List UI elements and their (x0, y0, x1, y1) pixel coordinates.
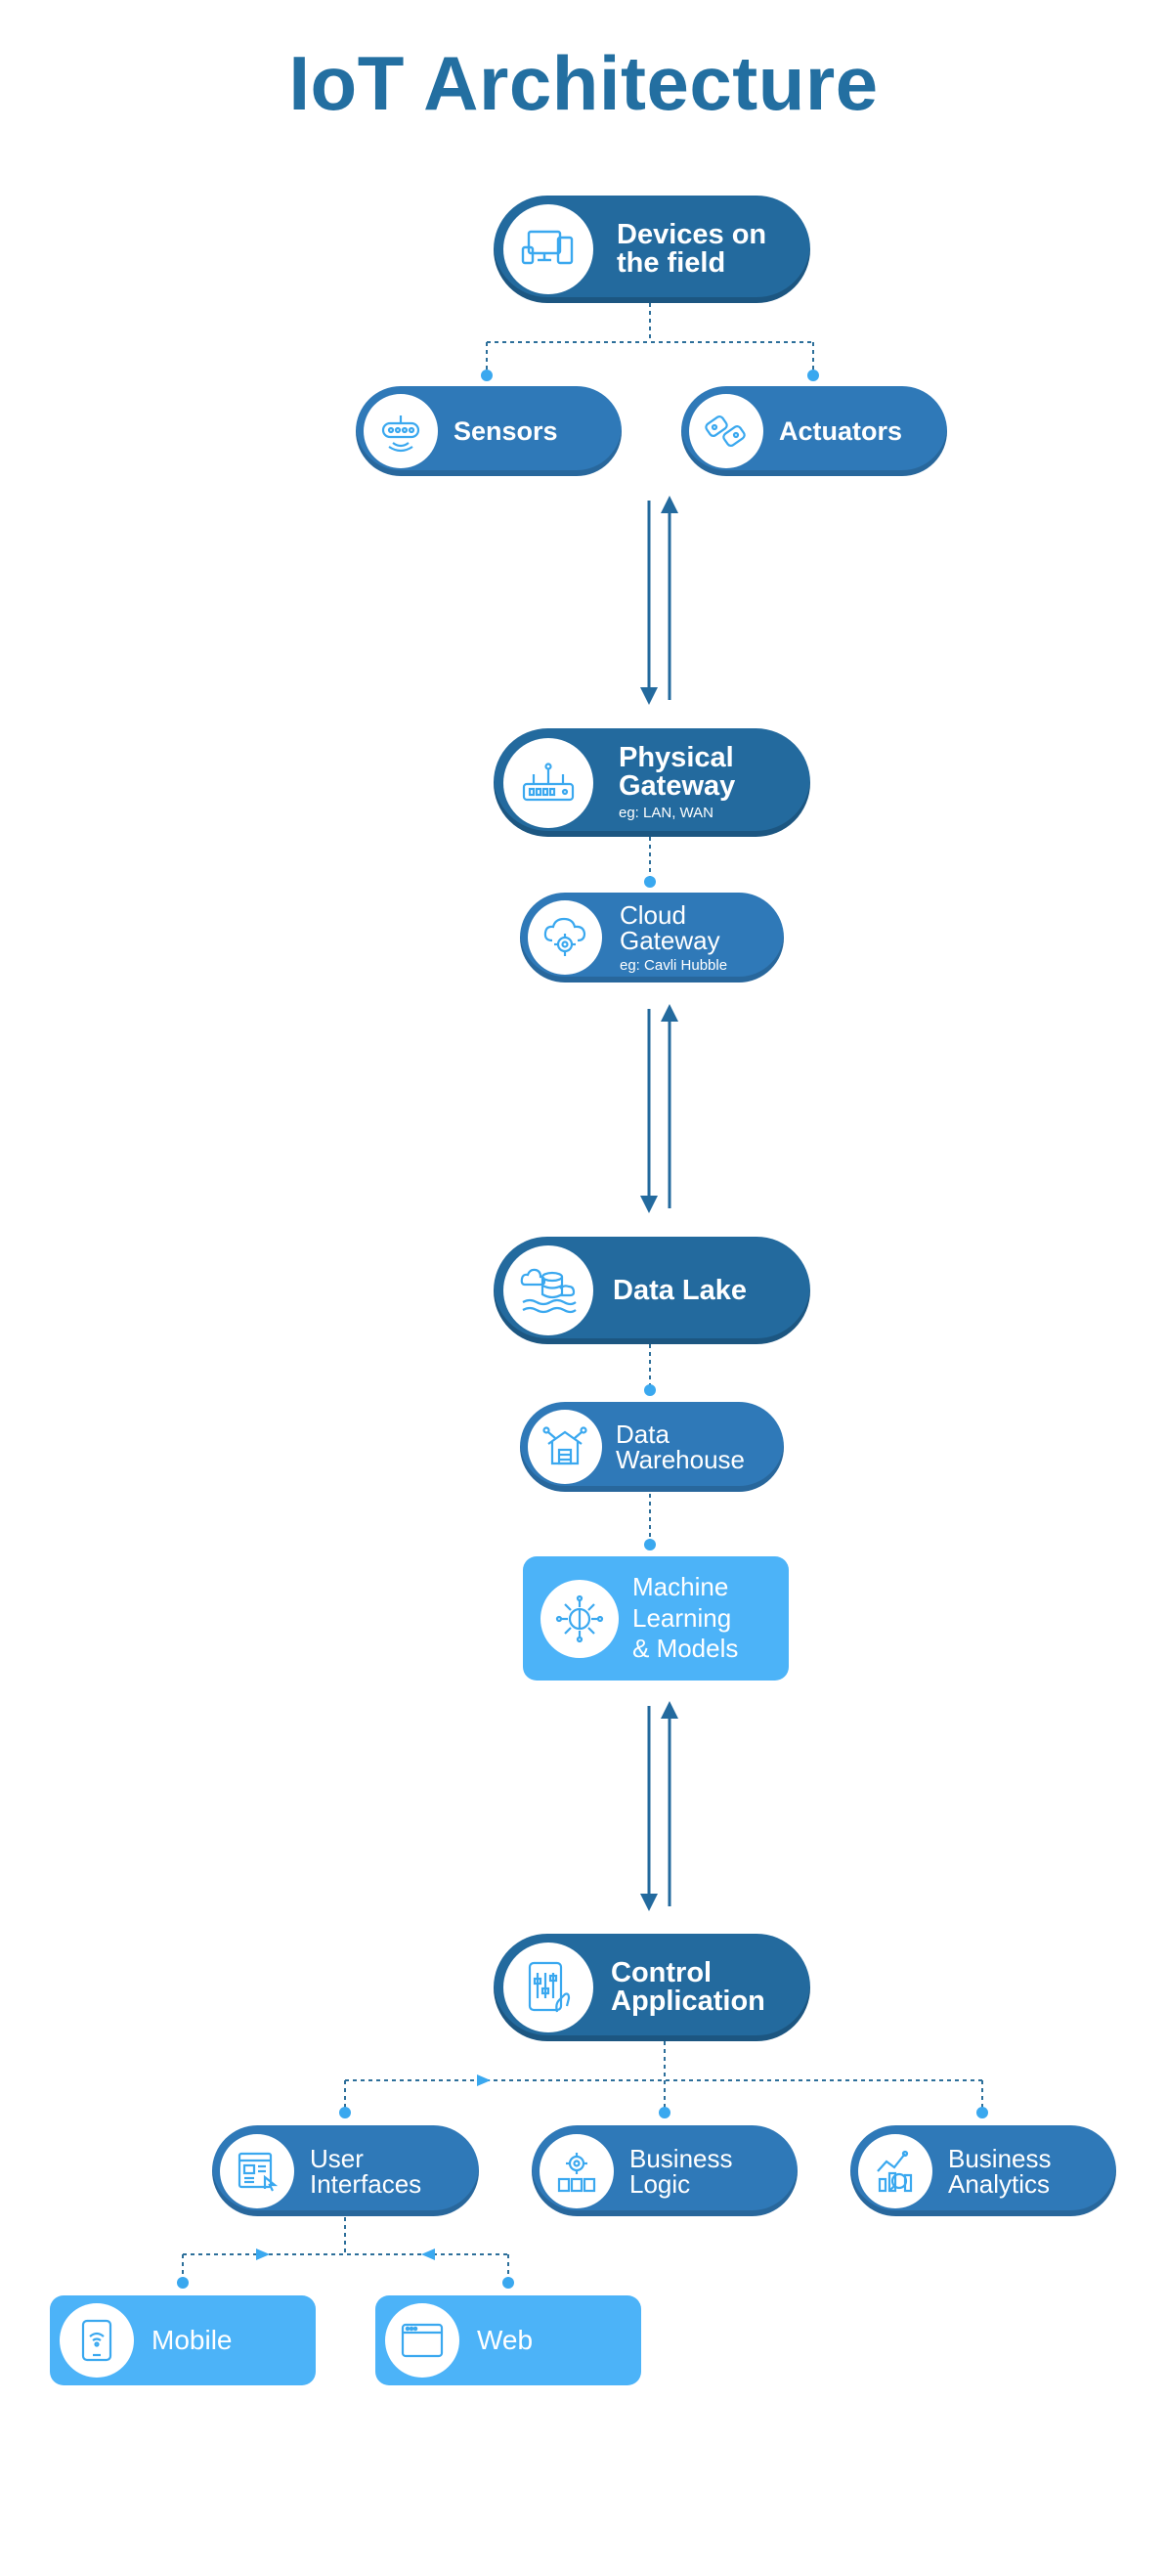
node-sublabel: eg: Cavli Hubble (620, 956, 728, 974)
node-machine-learning-models: Machine Learning & Models (523, 1556, 789, 1681)
node-label: Web (477, 2325, 534, 2355)
node-business-logic: Business Logic (532, 2125, 798, 2216)
node-label: Mobile (151, 2325, 233, 2355)
connector-dot (644, 1384, 656, 1396)
node-web: Web (375, 2295, 641, 2385)
mobile-icon (60, 2303, 134, 2378)
page-title: IoT Architecture (288, 40, 879, 126)
ml-chip-icon (540, 1579, 619, 1658)
node-cloud-gateway: Cloud Gateway eg: Cavli Hubble (520, 893, 784, 982)
node-sensors: Sensors (356, 386, 622, 476)
browser-icon (385, 2303, 459, 2378)
connector-dot (502, 2277, 514, 2289)
node-sublabel: eg: LAN, WAN (619, 805, 713, 821)
node-label: Machine Learning & Models (632, 1571, 739, 1664)
node-label: Control Application (611, 1957, 765, 2017)
node-label: Cloud Gateway (620, 899, 720, 955)
gear-blocks-icon (540, 2133, 614, 2208)
router-icon (503, 737, 593, 828)
node-label: Physical Gateway (619, 742, 736, 802)
node-label: User Interfaces (310, 2143, 422, 2199)
node-devices-on-the-field: Devices on the field (494, 196, 810, 303)
devices-icon (503, 204, 593, 294)
node-label: Sensors (454, 415, 558, 446)
ui-layout-icon (220, 2133, 294, 2208)
connector-dot (644, 876, 656, 888)
cloud-gear-icon (528, 900, 602, 975)
tablet-control-icon (503, 1943, 593, 2032)
warehouse-icon (528, 1410, 602, 1484)
connector-dot (177, 2277, 189, 2289)
node-user-interfaces: User Interfaces (212, 2125, 479, 2216)
connector-dot (807, 370, 819, 381)
actuator-icon (689, 394, 763, 468)
connector-dot (659, 2107, 670, 2118)
node-physical-gateway: Physical Gateway eg: LAN, WAN (494, 728, 810, 837)
connector-dot (644, 1539, 656, 1550)
node-label: Business Logic (629, 2143, 733, 2199)
node-label: Data Warehouse (616, 1419, 745, 1474)
node-label: Actuators (779, 415, 903, 446)
analytics-icon (858, 2133, 932, 2208)
connector-dot (481, 370, 493, 381)
connector-dot (976, 2107, 988, 2118)
node-actuators: Actuators (681, 386, 947, 476)
node-label: Data Lake (613, 1274, 748, 1306)
connector-dot (339, 2107, 351, 2118)
node-business-analytics: Business Analytics (850, 2125, 1116, 2216)
node-mobile: Mobile (50, 2295, 316, 2385)
data-lake-icon (503, 1245, 593, 1335)
node-label: Business Analytics (948, 2143, 1052, 2199)
node-data-lake: Data Lake (494, 1237, 810, 1344)
node-data-warehouse: Data Warehouse (520, 1402, 784, 1492)
node-label: Devices on the field (617, 219, 767, 279)
sensor-icon (364, 394, 438, 468)
node-control-application: Control Application (494, 1934, 810, 2041)
